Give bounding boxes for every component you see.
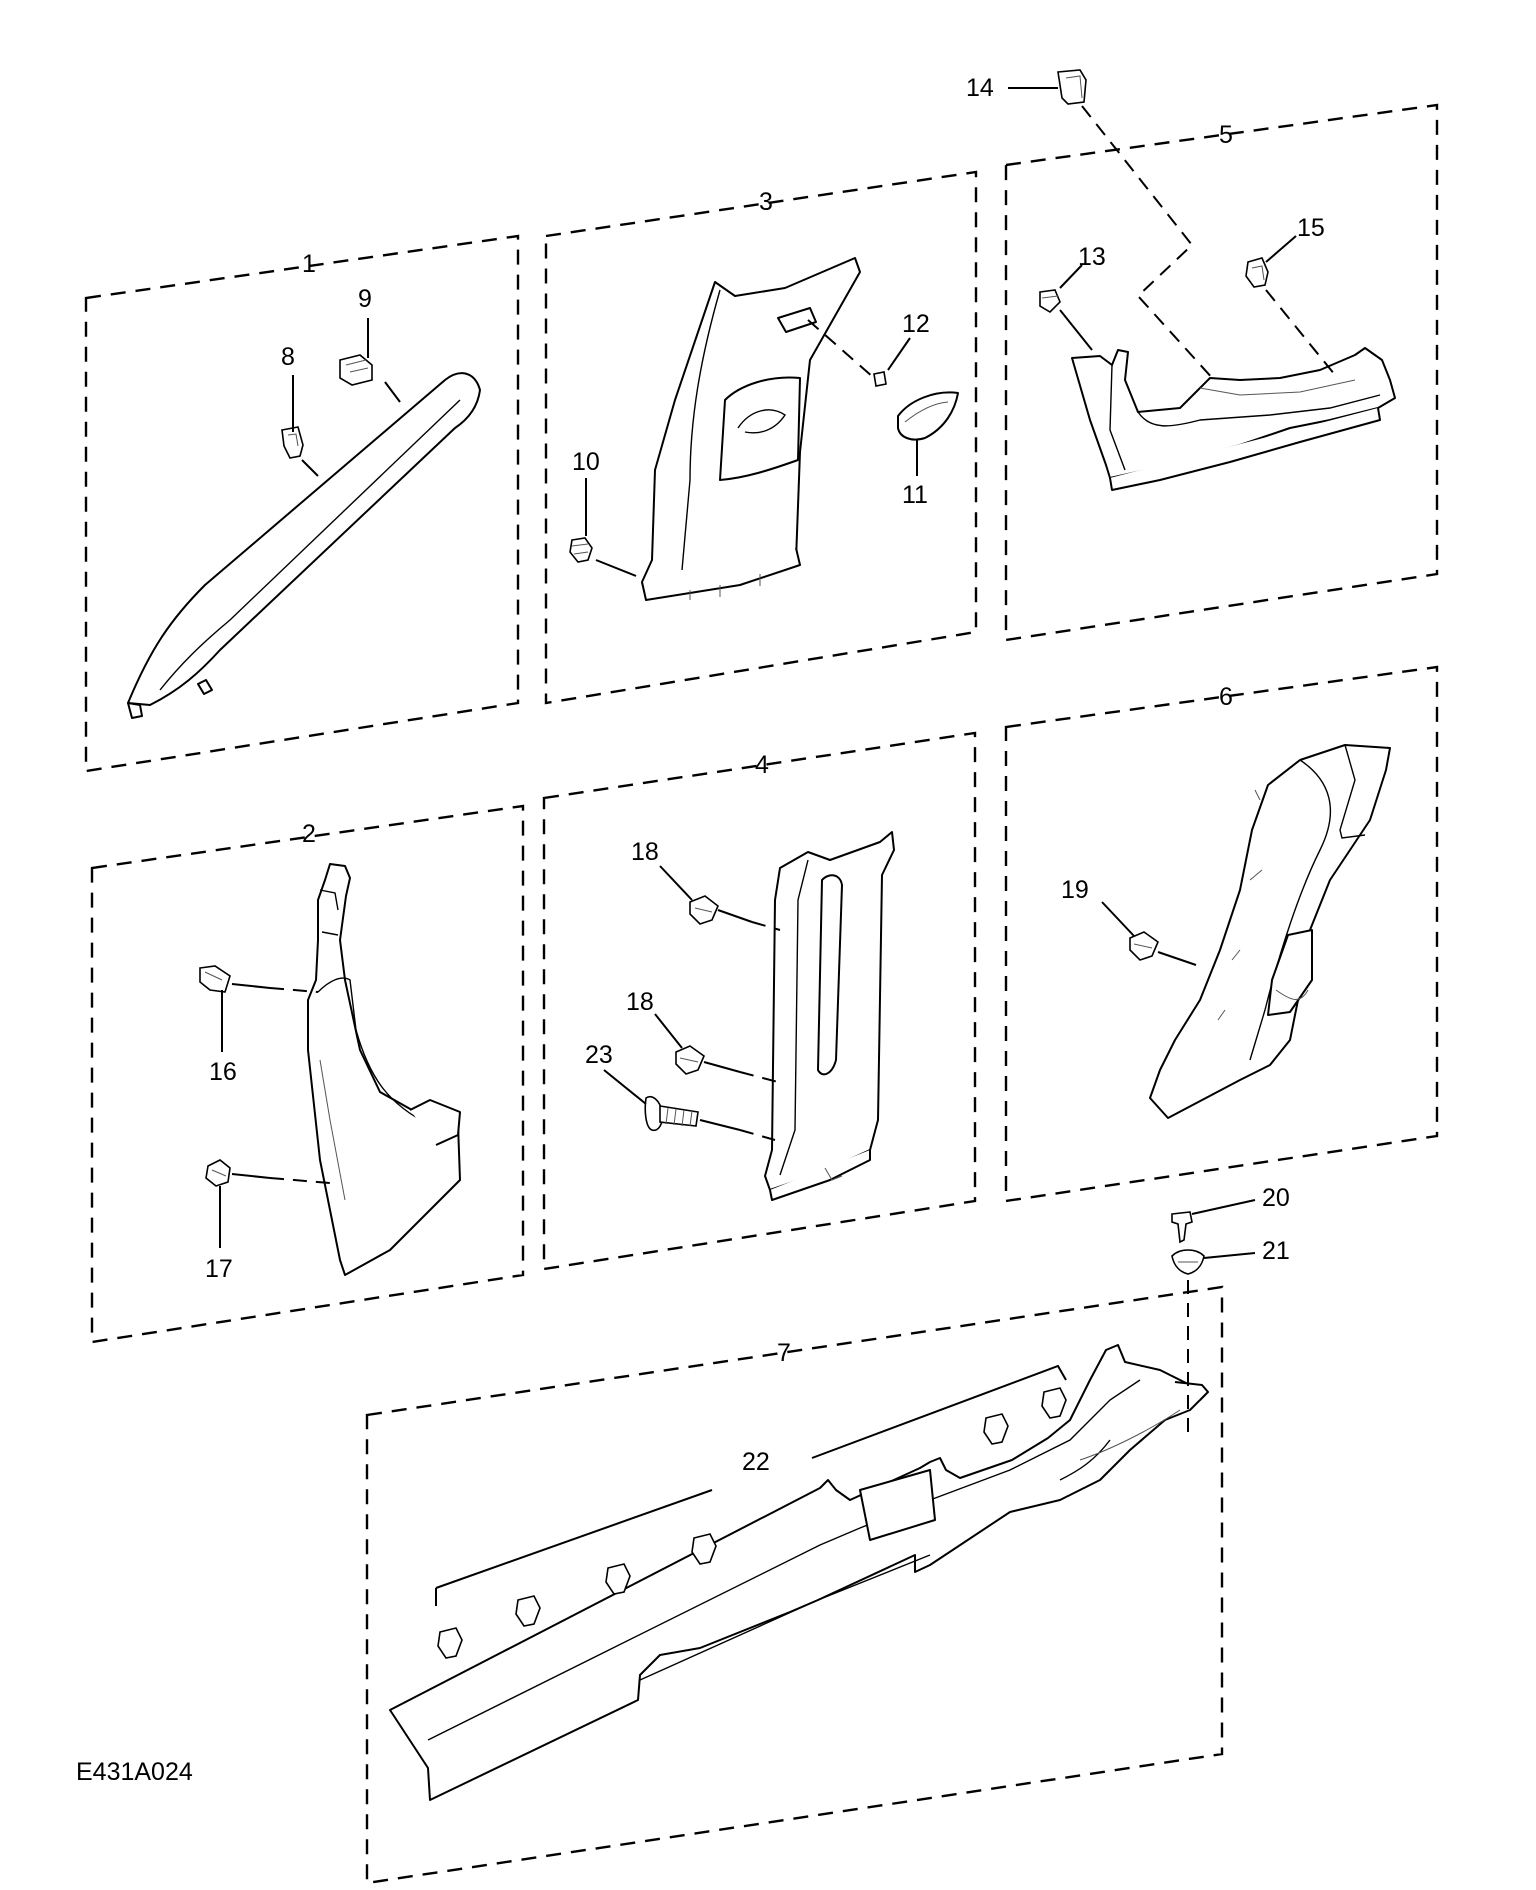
screw-20 <box>1171 1211 1193 1244</box>
callout-23: 23 <box>585 1041 613 1069</box>
leader-15-dash <box>1265 289 1336 376</box>
leader-23-dash <box>739 1129 776 1141</box>
a-pillar-lower-trim <box>307 863 461 1276</box>
leader-18a <box>659 865 753 923</box>
callout-19: 19 <box>1061 876 1089 904</box>
leader-23 <box>603 1069 741 1131</box>
leader-19 <box>1101 901 1197 966</box>
leader-18b-dash <box>739 1071 779 1083</box>
callout-10: 10 <box>572 448 600 476</box>
clip-18b <box>675 1045 705 1075</box>
callout-9: 9 <box>358 285 372 313</box>
leader-14-dash <box>1081 105 1215 381</box>
screw-23 <box>644 1096 699 1132</box>
callout-21: 21 <box>1262 1237 1290 1265</box>
group-box-6 <box>1004 665 1439 1203</box>
callout-15: 15 <box>1297 214 1325 242</box>
leader-17 <box>219 1173 271 1248</box>
callout-18b: 18 <box>626 988 654 1016</box>
leader-16-dash <box>269 987 319 993</box>
sill-clip-22b <box>515 1595 541 1627</box>
clip-19 <box>1129 931 1159 961</box>
clip-9 <box>339 354 373 386</box>
group-label-5: 5 <box>1219 121 1233 149</box>
clip-8 <box>281 426 304 459</box>
sill-clip-22d <box>691 1533 717 1565</box>
b-pillar-upper-trim <box>641 257 861 601</box>
a-pillar-trim <box>127 372 481 719</box>
clip-10 <box>569 537 593 563</box>
quarter-trim <box>1149 744 1391 1119</box>
group-box-7 <box>365 1285 1224 1885</box>
callout-12: 12 <box>902 310 930 338</box>
c-pillar-trim <box>1071 347 1396 491</box>
callout-22: 22 <box>742 1448 770 1476</box>
group-box-1 <box>84 234 520 773</box>
clip-15 <box>1245 257 1269 288</box>
leader-22 <box>435 1364 1067 1606</box>
group-box-3 <box>544 170 978 705</box>
leader-12 <box>887 337 911 371</box>
push-clip-21 <box>1171 1249 1205 1275</box>
clip-17 <box>205 1159 231 1187</box>
sill-clip-22f <box>1041 1387 1067 1419</box>
leader-18a-dash <box>751 921 781 931</box>
callout-20: 20 <box>1262 1184 1290 1212</box>
leader-16 <box>221 983 271 1052</box>
leader-9 <box>367 318 401 403</box>
callout-13: 13 <box>1078 243 1106 271</box>
leader-17-dash <box>269 1177 331 1184</box>
sill-trim <box>389 1344 1209 1801</box>
leader-12-dash <box>807 319 875 379</box>
group-box-4 <box>542 731 977 1271</box>
leader-15 <box>1265 235 1297 263</box>
sill-clip-22a <box>437 1627 463 1659</box>
callout-8: 8 <box>281 343 295 371</box>
sill-clip-22e <box>983 1413 1009 1445</box>
callout-17: 17 <box>205 1255 233 1283</box>
leader-13 <box>1059 264 1093 351</box>
clip-13 <box>1039 289 1061 314</box>
group-label-4: 4 <box>755 751 769 779</box>
group-label-7: 7 <box>777 1339 791 1367</box>
leader-10 <box>585 478 637 577</box>
b-pillar-lower-trim <box>764 831 895 1201</box>
group-label-2: 2 <box>302 820 316 848</box>
cover-11 <box>897 391 959 441</box>
group-label-3: 3 <box>759 188 773 216</box>
group-box-2 <box>90 804 525 1344</box>
group-label-1: 1 <box>302 250 316 278</box>
group-box-5 <box>1004 103 1439 642</box>
clip-18a <box>689 895 719 925</box>
screw-12 <box>873 371 887 387</box>
group-label-6: 6 <box>1219 683 1233 711</box>
leader-20 <box>1191 1199 1256 1215</box>
callout-11: 11 <box>902 481 928 509</box>
leader-21 <box>1203 1252 1256 1259</box>
callout-14: 14 <box>966 74 994 102</box>
leader-8 <box>292 375 319 477</box>
leader-18b <box>654 1013 741 1073</box>
diagram-code: E431A024 <box>76 1758 193 1786</box>
sill-clip-22c <box>605 1563 631 1595</box>
clip-14 <box>1057 69 1087 105</box>
clip-16 <box>199 965 231 993</box>
callout-16: 16 <box>209 1058 237 1086</box>
callout-18a: 18 <box>631 838 659 866</box>
